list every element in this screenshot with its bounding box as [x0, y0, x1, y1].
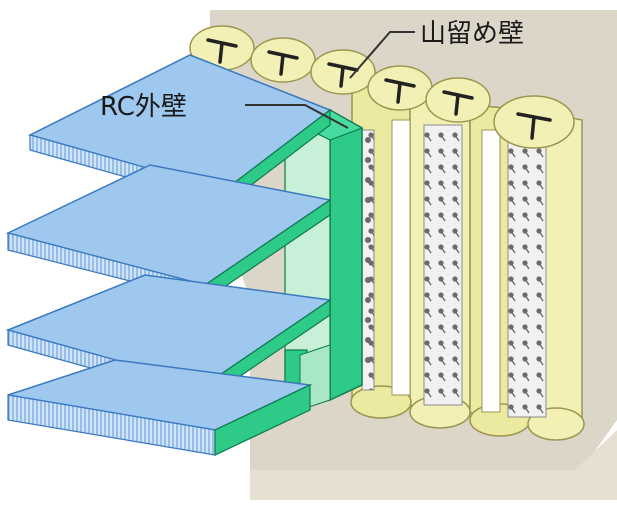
retaining-wall-leader	[349, 31, 415, 79]
pile-t-icon	[206, 38, 238, 64]
ground-plane-lower	[250, 430, 617, 500]
retaining-wall-label: 山留め壁	[420, 19, 524, 49]
rc-exterior-wall-label: RC外壁	[100, 92, 187, 122]
rc-wall-leader	[245, 104, 349, 129]
floor-slabs	[5, 54, 333, 456]
pile-head-row	[189, 25, 575, 149]
steel-core-members	[361, 119, 547, 418]
pile-t-icon	[516, 112, 552, 140]
pile-t-icon	[384, 78, 416, 104]
slab-level-4	[7, 359, 313, 456]
pile-t-icon	[442, 90, 474, 116]
pile-t-icon	[327, 62, 359, 88]
pile-t-icon	[267, 50, 299, 76]
rc-exterior-wall	[284, 108, 371, 411]
